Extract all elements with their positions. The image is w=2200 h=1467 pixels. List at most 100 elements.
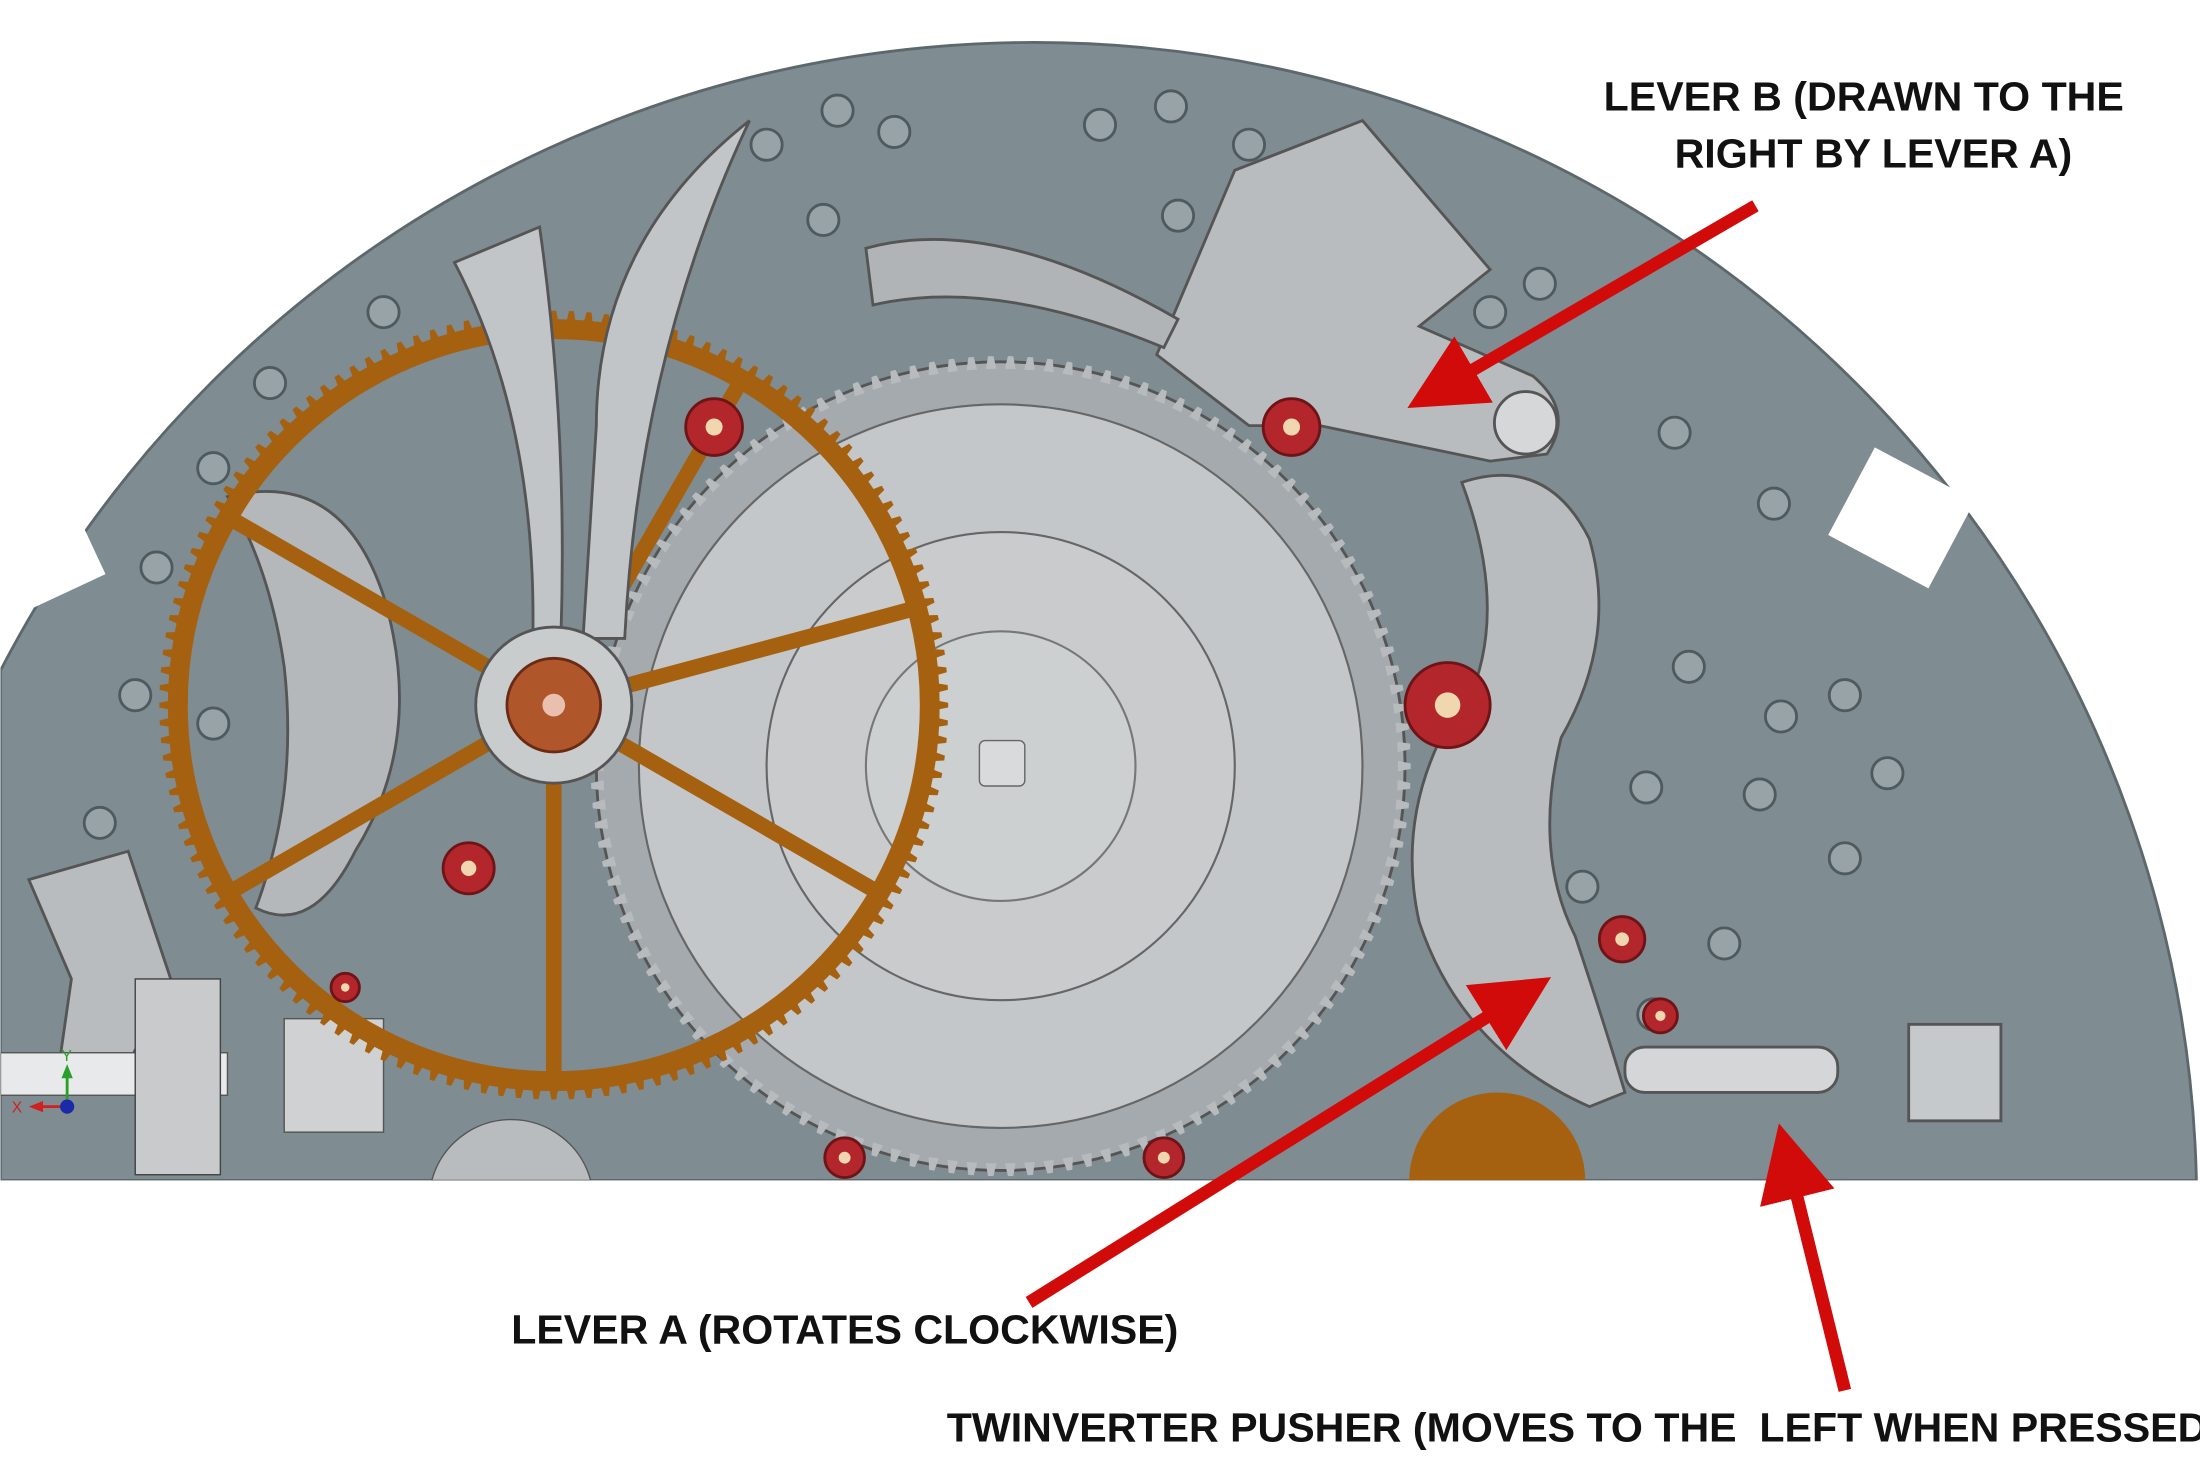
gear-tooth (1222, 1090, 1236, 1106)
gear-tooth (1043, 1159, 1054, 1174)
gear-tooth (1389, 684, 1404, 696)
gear-tooth (782, 1100, 796, 1116)
gear-tooth (645, 555, 662, 570)
gear-tooth (819, 936, 839, 955)
gear-tooth (819, 577, 839, 597)
gear-tooth (1136, 381, 1149, 397)
plate-holes (82, 89, 1905, 1032)
gear-tooth (1062, 361, 1073, 376)
gear-tooth (804, 593, 824, 612)
gear-tooth (757, 845, 778, 860)
gear-tooth (834, 389, 847, 405)
crown-wheel (134, 978, 222, 1176)
gear-tooth (917, 993, 932, 1013)
gear-tooth (743, 738, 762, 751)
gear-tooth (1224, 845, 1244, 860)
gear-tooth (591, 780, 605, 791)
gear-tooth (1241, 760, 1259, 773)
gear-tooth (947, 358, 958, 373)
gear-tooth (1062, 1156, 1073, 1171)
label-twinverter-pusher: TWINVERTER PUSHER (MOVES TO THE LEFT WHE… (947, 1404, 2200, 1450)
gear-tooth (1109, 537, 1126, 557)
gear-tooth (928, 1156, 939, 1171)
gear-tooth (1215, 651, 1235, 667)
gear-tooth (1294, 492, 1310, 507)
gear-tooth (549, 1088, 559, 1100)
gear-tooth (1005, 1006, 1018, 1025)
gear-tooth (1204, 884, 1224, 902)
plate-hole (1522, 266, 1557, 301)
gear-tooth (606, 646, 622, 658)
plate-hole (139, 550, 174, 585)
gear-tooth (1294, 1025, 1310, 1041)
gear-tooth (1069, 993, 1084, 1013)
gear-tooth (839, 443, 853, 457)
gear-tooth (850, 940, 864, 953)
gear-tooth (667, 522, 683, 537)
gear-tooth (1146, 562, 1165, 582)
gear-tooth (1024, 356, 1035, 371)
gear-tooth (1128, 964, 1146, 984)
jewel-hole (1615, 932, 1629, 947)
gear-tooth (1192, 611, 1212, 630)
gear-tooth (734, 451, 749, 466)
gear-tooth (1024, 1161, 1035, 1176)
gear-tooth (827, 966, 841, 980)
gear-tooth (1267, 464, 1282, 479)
gear-tooth (940, 999, 953, 1019)
gear-tooth (1366, 910, 1382, 924)
gear-tooth (947, 1159, 958, 1174)
plate-hole (1082, 107, 1118, 142)
plate-hole (1763, 699, 1799, 734)
gear-tooth (627, 928, 643, 942)
gear-tooth (1069, 519, 1084, 539)
gear-tooth (1192, 903, 1212, 921)
gear-tooth (719, 464, 735, 479)
gear-tooth (1366, 608, 1382, 622)
gear-tooth (966, 356, 978, 371)
gear-tooth (1318, 995, 1334, 1010)
label-lever-a: LEVER A (ROTATES CLOCKWISE) (511, 1307, 1178, 1353)
plate-hole (1870, 756, 1905, 791)
gear-tooth (871, 375, 883, 391)
gear-tooth (985, 356, 997, 370)
gear-tooth (1222, 427, 1236, 443)
gear-tooth (742, 760, 760, 773)
gear-tooth (1392, 703, 1407, 714)
gear-tooth (1330, 979, 1346, 994)
gear-tooth (983, 508, 996, 526)
gear-tooth (1171, 397, 1185, 413)
gear-tooth (940, 513, 953, 533)
gear-tooth (850, 457, 864, 471)
plate-hole (1707, 926, 1742, 961)
gear-tooth (1215, 865, 1235, 882)
gear-tooth (936, 700, 949, 710)
plate-hole (1473, 295, 1508, 330)
gear-tooth (852, 381, 865, 397)
jewel-hole (705, 418, 723, 436)
plate-hole (877, 114, 912, 149)
gear-tooth (1171, 1119, 1185, 1135)
center-wheel (590, 356, 1411, 1177)
gear-tooth (1231, 824, 1251, 838)
label-lever-b-line2: RIGHT BY LEVER A) (1675, 130, 2073, 176)
arrow-lever-b (1407, 200, 1759, 408)
gear-tooth (962, 1004, 975, 1023)
plate-hole (749, 127, 784, 162)
gear-tooth (592, 799, 606, 810)
gear-tooth (305, 1001, 319, 1015)
gear-tooth (292, 990, 306, 1004)
gear-tooth (1385, 665, 1400, 677)
gear-tooth (1189, 406, 1203, 422)
gear-tooth (837, 562, 855, 582)
gear-tooth (871, 1142, 883, 1157)
twinverter-pusher (1623, 1045, 1840, 1094)
jewel-hole (1283, 418, 1301, 436)
gear-tooth (645, 962, 662, 977)
gear-tooth (1100, 369, 1112, 385)
gear-tooth (1005, 508, 1018, 526)
gear-tooth (765, 1090, 780, 1106)
plate-hole (1565, 869, 1600, 904)
gear-tooth (243, 457, 258, 471)
